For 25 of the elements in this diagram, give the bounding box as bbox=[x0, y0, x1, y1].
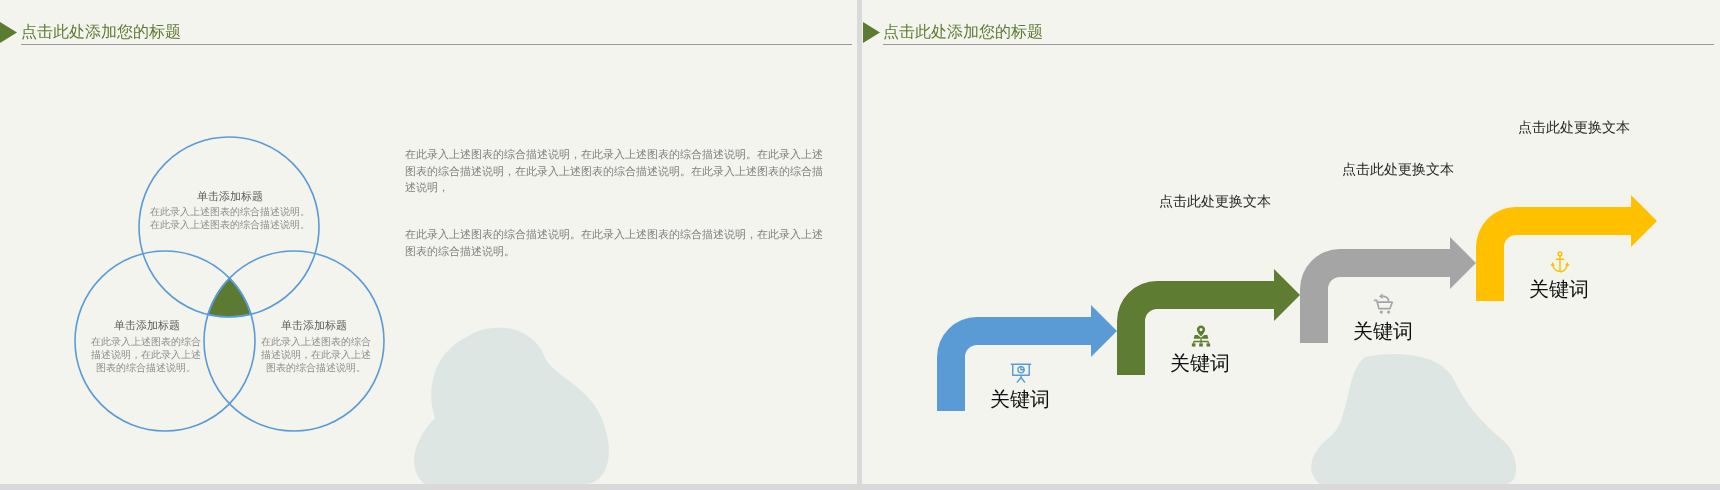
arrowhead bbox=[1442, 237, 1476, 289]
bent-bar bbox=[1300, 249, 1442, 343]
keyword-label: 关键词 bbox=[1529, 277, 1589, 301]
bent-bar bbox=[1476, 207, 1618, 301]
arrowhead bbox=[1618, 195, 1657, 247]
description-paragraph: 在此录入上述图表的综合描述说明，在此录入上述图表的综合描述说明。在此录入上述图表的综合描述说明，在此录入上述图表的综合描述说明。在此录入上述图表的综合描述说明， bbox=[405, 147, 824, 196]
arrowhead bbox=[1079, 305, 1117, 357]
step-caption: 点击此处更换文本 bbox=[1518, 119, 1630, 135]
circle-description: 在此录入上述图表的综合描述说明，在此录入上述图表的综合描述说明。 bbox=[90, 335, 202, 374]
circle-heading: 单击添加标题 bbox=[114, 319, 180, 333]
bent-bar bbox=[1117, 281, 1259, 375]
keyword-label: 关键词 bbox=[1353, 319, 1413, 343]
bent-bar bbox=[937, 317, 1079, 411]
circle-description: 在此录入上述图表的综合描述说明。在此录入上述图表的综合描述说明。 bbox=[149, 205, 311, 231]
slide-title: 点击此处添加您的标题 bbox=[21, 23, 181, 41]
keyword-label: 关键词 bbox=[1170, 351, 1230, 375]
description-paragraph: 在此录入上述图表的综合描述说明。在此录入上述图表的综合描述说明，在此录入上述图表的综合描述说明。 bbox=[405, 227, 824, 260]
step-caption: 点击此处更换文本 bbox=[1159, 193, 1271, 209]
circle-heading: 单击添加标题 bbox=[281, 319, 347, 333]
slide-title: 点击此处添加您的标题 bbox=[883, 23, 1043, 41]
step-caption: 点击此处更换文本 bbox=[1342, 161, 1454, 177]
circle-description: 在此录入上述图表的综合描述说明，在此录入上述图表的综合描述说明。 bbox=[260, 335, 372, 374]
circle-heading: 单击添加标题 bbox=[197, 190, 263, 204]
keyword-label: 关键词 bbox=[990, 387, 1050, 411]
arrowhead bbox=[1259, 269, 1300, 321]
